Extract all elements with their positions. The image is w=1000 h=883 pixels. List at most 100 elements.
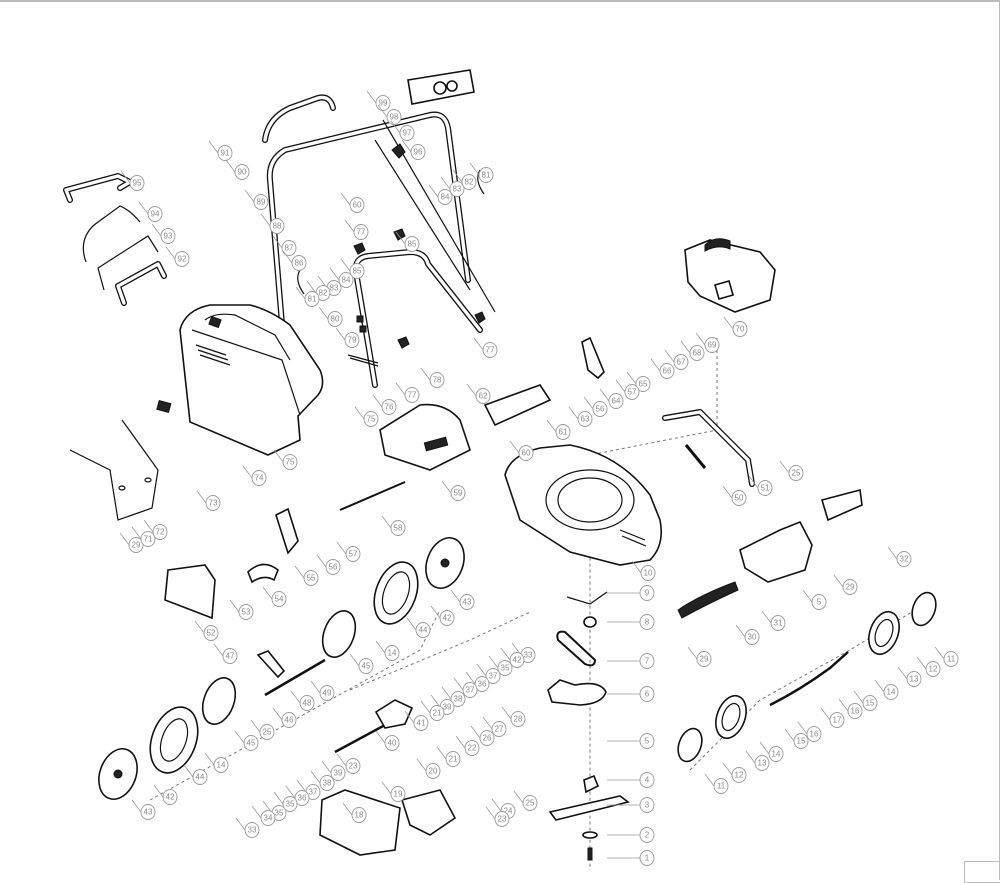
- height-lever: [256, 650, 286, 679]
- callout-number: 99: [379, 99, 388, 108]
- front-skirt: [677, 581, 739, 619]
- callout-number: 1: [645, 854, 650, 863]
- callout-part-9: 9: [607, 585, 655, 601]
- leader-line: [406, 617, 417, 631]
- callout-number: 71: [144, 535, 153, 544]
- callout-circle: [770, 615, 786, 631]
- callout-part-30: 30: [735, 624, 760, 645]
- callout-number: 15: [866, 699, 875, 708]
- callout-number: 43: [144, 808, 153, 817]
- callout-circle: [299, 695, 315, 711]
- leader-line: [342, 802, 353, 816]
- leader-line: [250, 719, 261, 733]
- callout-number: 96: [414, 148, 423, 157]
- callout-circle: [896, 551, 912, 567]
- callout-part-25: 25: [250, 719, 275, 740]
- callout-part-19: 19: [381, 781, 406, 802]
- callout-part-65: 65: [626, 371, 651, 392]
- callout-circle: [510, 711, 526, 727]
- callout-number: 76: [385, 403, 394, 412]
- callout-number: 64: [612, 397, 621, 406]
- leader-line: [687, 646, 698, 660]
- leader-line: [260, 213, 271, 227]
- callout-circle: [475, 388, 491, 404]
- leader-line: [229, 599, 240, 613]
- wheels: [98, 537, 937, 800]
- callout-number: 58: [394, 524, 403, 533]
- callout-part-59: 59: [441, 480, 466, 501]
- callout-circle: [319, 685, 335, 701]
- leader-line: [509, 440, 520, 454]
- callout-part-21: 21: [436, 746, 461, 767]
- front-wheel-left-cap: [677, 727, 703, 763]
- leader-line: [404, 710, 415, 724]
- callout-number: 31: [774, 619, 783, 628]
- callout-circle: [413, 715, 429, 731]
- callout-part-31: 31: [761, 610, 786, 631]
- leader-line: [138, 201, 149, 215]
- callout-circle: [639, 850, 655, 866]
- callout-circle: [793, 733, 809, 749]
- leader-line: [235, 817, 246, 831]
- callout-number: 19: [394, 790, 403, 799]
- callout-number: 77: [408, 391, 417, 400]
- callout-number: 43: [463, 598, 472, 607]
- callout-circle: [345, 546, 361, 562]
- callout-circle: [399, 125, 415, 141]
- callout-part-44: 44: [406, 617, 431, 638]
- callout-circle: [485, 668, 501, 684]
- callout-number: 35: [275, 809, 284, 818]
- callout-number: 37: [466, 686, 475, 695]
- callout-number: 56: [329, 563, 338, 572]
- callout-number: 15: [797, 737, 806, 746]
- callout-part-22: 22: [455, 735, 480, 756]
- callout-number: 53: [242, 608, 251, 617]
- callout-part-56: 56: [316, 554, 341, 575]
- leader-line: [469, 162, 480, 176]
- callout-circle: [271, 591, 287, 607]
- leader-line: [213, 643, 224, 657]
- callout-number: 55: [307, 574, 316, 583]
- callout-circle: [555, 424, 571, 440]
- throttle-lever-bracket: [581, 336, 605, 380]
- callout-part-18: 18: [342, 802, 367, 823]
- callout-circle: [390, 786, 406, 802]
- gearbox: [374, 699, 414, 729]
- callout-number: 6: [645, 690, 650, 699]
- callout-number: 49: [323, 689, 332, 698]
- leader-line: [488, 655, 499, 669]
- callout-circle: [213, 757, 229, 773]
- callout-circle: [192, 769, 208, 785]
- callout-part-76: 76: [372, 394, 397, 415]
- leader-line: [401, 139, 412, 153]
- rear-axle: [264, 658, 326, 697]
- callout-number: 51: [761, 484, 770, 493]
- leader-line: [290, 690, 301, 704]
- callout-circle: [522, 795, 538, 811]
- leader-line: [546, 419, 557, 433]
- callout-circle: [147, 206, 163, 222]
- leader-line: [183, 764, 194, 778]
- callout-part-70: 70: [723, 316, 748, 337]
- callout-number: 57: [628, 388, 637, 397]
- callout-part-37: 37: [476, 663, 501, 684]
- callout-part-94: 94: [138, 201, 163, 222]
- callout-circle: [344, 332, 360, 348]
- callout-part-95: 95: [120, 170, 145, 191]
- callout-part-83: 83: [440, 176, 465, 197]
- control-box: [407, 69, 475, 105]
- callout-circle: [253, 194, 269, 210]
- callout-part-89: 89: [244, 189, 269, 210]
- callout-number: 41: [417, 719, 426, 728]
- callout-number: 77: [357, 228, 366, 237]
- callout-circle: [497, 660, 513, 676]
- callout-part-4: 4: [607, 772, 655, 788]
- callout-number: 12: [929, 665, 938, 674]
- callout-part-67: 67: [664, 349, 689, 370]
- callout-circle: [731, 490, 747, 506]
- leader-line: [897, 666, 908, 680]
- callout-part-23: 23: [485, 806, 510, 827]
- callout-circle: [696, 651, 712, 667]
- callout-number: 14: [217, 761, 226, 770]
- rear-wheel-left-cap: [98, 748, 138, 800]
